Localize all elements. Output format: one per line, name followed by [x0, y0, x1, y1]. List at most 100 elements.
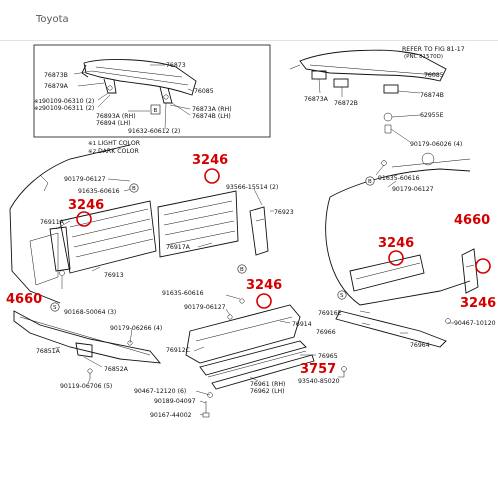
spoiler-label-76874b: 76874B	[420, 92, 444, 99]
label-76917a: 76917A	[166, 244, 191, 251]
svg-text:3246: 3246	[378, 236, 414, 251]
inset-label-76873b: 76873B	[44, 72, 68, 79]
callout-3246-far-right: 3246	[460, 258, 496, 311]
label-76962: 76962 (LH)	[250, 388, 285, 395]
right-body-outline	[325, 152, 479, 377]
label-93540-85020: 93540-85020	[298, 378, 340, 385]
callout-4660-right: 4660	[454, 213, 490, 228]
badge-b-left: B	[129, 183, 139, 193]
svg-text:S: S	[340, 293, 344, 299]
spoiler-pnc-text: (PNC 81570D)	[404, 54, 443, 60]
inset-marker-2: ※2	[34, 106, 42, 112]
svg-text:3246: 3246	[246, 278, 282, 293]
svg-text:3246: 3246	[460, 296, 496, 311]
left-body-outline	[9, 144, 157, 304]
middle-leaders	[193, 188, 316, 416]
color-note-marker-2: ※2	[88, 149, 96, 155]
inset-marker-1: ※1	[34, 99, 42, 105]
label-76916e: 76916E	[318, 310, 342, 317]
inset-label-76873: 76873	[166, 62, 186, 69]
inset-label-76879a: 76879A	[44, 83, 69, 90]
label-76966: 76966	[316, 329, 336, 336]
callout-3246-middle-top: 3246	[192, 153, 228, 184]
svg-text:4660: 4660	[454, 213, 490, 228]
label-76923: 76923	[274, 209, 294, 216]
inset-badge-b: B	[150, 104, 161, 115]
badge-b-middle: B	[237, 264, 247, 274]
spoiler-label-90179-06026: 90179-06026 (4)	[410, 141, 462, 148]
top-bar: Toyota	[0, 0, 498, 40]
brand-label: Toyota	[36, 14, 69, 25]
label-90467-10120: 90467-10120	[454, 320, 496, 327]
header-divider	[0, 40, 498, 41]
right-leaders	[338, 164, 454, 378]
badge-s-left: S	[50, 302, 60, 312]
inset-label-76873a: 76873A (RH)	[192, 106, 232, 113]
spoiler-label-62955e: 62955E	[420, 112, 444, 119]
label-90179-06127-mid: 90179-06127	[184, 304, 226, 311]
label-90179-06266: 90179-06266 (4)	[110, 325, 162, 332]
label-90467-12120: 90467-12120 (6)	[134, 388, 186, 395]
inset-label-91632-60612: 91632-60612 (2)	[128, 128, 180, 135]
svg-text:B: B	[240, 267, 244, 273]
label-76961: 76961 (RH)	[250, 381, 285, 388]
label-91635-60616-mid: 91635-60616	[162, 290, 204, 297]
label-76964: 76964	[410, 342, 430, 349]
label-76914: 76914	[292, 321, 312, 328]
spoiler-label-76873a: 76873A	[304, 96, 329, 103]
inset-label-76893a: 76893A (RH)	[96, 113, 136, 120]
label-76911a: 76911A	[40, 219, 65, 226]
label-76851a: 76851A	[36, 348, 61, 355]
inset-frame	[33, 44, 271, 138]
label-91635-60616-left: 91635-60616	[78, 188, 120, 195]
label-91635-60616-right: 91635-60616	[378, 175, 420, 182]
label-90179-06127-right: 90179-06127	[392, 186, 434, 193]
callout-3246-left: 3246	[68, 198, 104, 227]
svg-text:B: B	[368, 179, 372, 185]
label-76912c: 76912C	[166, 347, 190, 354]
inset-leaders	[73, 64, 194, 130]
inset-spoiler	[81, 59, 197, 104]
spoiler-label-76085: 76085	[424, 72, 444, 79]
label-76913: 76913	[104, 272, 124, 279]
svg-text:B: B	[132, 186, 136, 192]
badge-s-right: S	[337, 290, 347, 300]
spoiler-label-76872b: 76872B	[334, 100, 358, 107]
inset-label-76085: 76085	[194, 88, 214, 95]
inset-label-90109-06310: 90109-06310 (2)	[42, 98, 94, 105]
label-90179-06127-left: 90179-06127	[64, 176, 106, 183]
inset-label-76874b: 76874B (LH)	[192, 113, 231, 120]
callout-3757: 3757	[300, 362, 336, 377]
front-lower-spoiler	[13, 310, 162, 379]
label-90119-06706: 90119-06706 (5)	[60, 383, 112, 390]
color-note-dark: DARK COLOR	[98, 148, 139, 155]
label-90167-44002: 90167-44002	[150, 412, 192, 419]
spoiler-leaders	[318, 50, 441, 143]
svg-text:3246: 3246	[192, 153, 228, 168]
color-note-light: LIGHT COLOR	[98, 140, 141, 147]
parts-diagram: 76873 76873B 76085 76879A ※1 90109-06310…	[0, 41, 498, 431]
inset-label-76894: 76894 (LH)	[96, 120, 131, 127]
label-93566-15514: 93566-15514 (2)	[226, 184, 278, 191]
rear-spoiler	[289, 49, 447, 134]
inset-label-90109-06311: 90109-06311 (2)	[42, 105, 94, 112]
svg-text:3757: 3757	[300, 362, 336, 377]
middle-lower-molding	[185, 298, 315, 418]
label-76965: 76965	[318, 353, 338, 360]
middle-panel	[157, 190, 269, 258]
spoiler-refer-text: REFER TO FIG 81-17	[402, 46, 465, 53]
callout-3246-right: 3246	[378, 236, 414, 266]
svg-text:S: S	[53, 305, 57, 311]
callout-4660-left: 4660	[6, 292, 42, 307]
label-90168-50064: 90168-50064 (3)	[64, 309, 116, 316]
color-note-marker-1: ※1	[88, 141, 96, 147]
left-leaders	[51, 178, 133, 384]
footer-space	[0, 431, 498, 500]
label-76852a: 76852A	[104, 366, 129, 373]
label-90189-04097: 90189-04097	[154, 398, 196, 405]
svg-text:3246: 3246	[68, 198, 104, 213]
badge-b-right: B	[365, 176, 375, 186]
callout-3246-middle: 3246	[246, 278, 282, 309]
svg-text:4660: 4660	[6, 292, 42, 307]
